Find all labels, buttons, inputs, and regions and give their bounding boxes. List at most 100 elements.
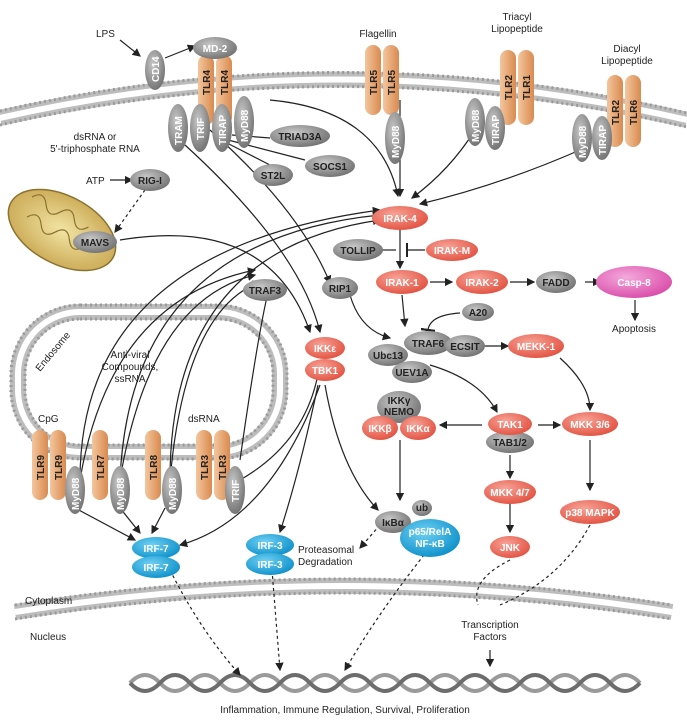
st2l-label: ST2L	[261, 171, 285, 182]
traf3-label: TRAF3	[249, 286, 282, 297]
outcome-label: Inflammation, Immune Regulation, Surviva…	[220, 705, 470, 716]
tirap-label: TIRAP	[218, 115, 229, 145]
mavs-label: MAVS	[81, 238, 109, 249]
antiviral-label-2: Compounds,	[102, 362, 159, 373]
kinase-nodes: IRAK-4 IRAK-M IRAK-1 IRAK-2 MEKK-1 IKKε …	[305, 206, 672, 558]
tbk1-label: TBK1	[312, 366, 339, 377]
ikkb-label: IKKβ	[368, 424, 391, 435]
ub-label: ub	[416, 503, 428, 514]
irakm-label: IRAK-M	[434, 246, 470, 257]
rip1-label: RIP1	[329, 284, 352, 295]
tlr3-label-2: TLR3	[218, 455, 229, 480]
atp-label: ATP	[86, 176, 105, 187]
cpg-label: CpG	[38, 414, 59, 425]
myd88-tlr6-label: MyD88	[578, 125, 589, 158]
uev1a-label: UEV1A	[395, 368, 428, 379]
irak4-label: IRAK-4	[383, 214, 417, 225]
proteasomal-label-2: Degradation	[298, 557, 352, 568]
apoptosis-label: Apoptosis	[612, 324, 656, 335]
antiviral-label-1: Anti-viral	[111, 350, 150, 361]
proteasomal-label-1: Proteasomal	[298, 545, 354, 556]
triad3a-label: TRIAD3A	[278, 132, 321, 143]
ecsit-label: ECSIT	[450, 342, 479, 353]
diacyl-label-2: Lipopeptide	[601, 56, 653, 67]
receptors: TLR4 TLR4 TLR5 TLR5 TLR2 TLR1 TLR2 TLR6 …	[32, 45, 641, 500]
tlr8-dimer: TLR8	[145, 430, 161, 500]
transcription-factor-nodes: IRF-7 IRF-7 IRF-3 IRF-3 p65/RelA NF-κB	[132, 519, 460, 578]
irf3b-label: IRF-3	[258, 560, 283, 571]
p65-label: p65/RelA	[409, 527, 452, 538]
tlr9-label-2: TLR9	[54, 455, 65, 480]
lps-label: LPS	[96, 29, 115, 40]
triacyl-label-1: Triacyl	[502, 12, 531, 23]
trif-label: TRIF	[196, 118, 207, 140]
myd88-tlr2-label: MyD88	[471, 109, 482, 142]
cd14-label: CD14	[151, 56, 162, 82]
myd88-tlr9-label: MyD88	[71, 477, 82, 510]
ikkg-label: IKKγ	[388, 396, 411, 407]
dsrna-label-2: 5'-triphosphate RNA	[50, 144, 140, 155]
nfkb-label: NF-κB	[415, 539, 444, 550]
trif-tlr3-label: TRIF	[231, 480, 242, 502]
irf7-label: IRF-7	[144, 544, 169, 555]
dsrna-label-1: dsRNA or	[74, 132, 117, 143]
myd88-tlr5-label: MyD88	[391, 125, 402, 158]
pathway-arrows	[74, 39, 640, 676]
tak1-label: TAK1	[497, 420, 523, 431]
triacyl-label-2: Lipopeptide	[491, 24, 543, 35]
tlr2-label: TLR2	[504, 75, 515, 100]
myd88-tlr7-label: MyD88	[116, 477, 127, 510]
tlr6-label: TLR6	[629, 100, 640, 125]
socs1-label: SOCS1	[313, 162, 347, 173]
p38-label: p38 MAPK	[565, 508, 615, 519]
plasma-membrane	[0, 71, 687, 129]
tlr9-dimer: TLR9 TLR9	[32, 430, 66, 500]
traf6-label: TRAF6	[412, 339, 445, 350]
mitochondrion	[7, 188, 117, 272]
fadd-label: FADD	[542, 278, 569, 289]
dsrna-endo-label: dsRNA	[188, 414, 220, 425]
myd88-tlr8-label: MyD88	[168, 477, 179, 510]
tab12-label: TAB1/2	[493, 438, 527, 449]
nemo-label: NEMO	[384, 407, 414, 418]
tlr5-label: TLR5	[369, 70, 380, 95]
ikba-sub-label: IκBα	[382, 518, 405, 529]
tlr2-tlr1-dimer: TLR2 TLR1	[500, 50, 534, 125]
tf-label-2: Factors	[473, 632, 506, 643]
tirap-tlr6-label: TIRAP	[598, 125, 609, 155]
jnk-label: JNK	[500, 543, 521, 554]
a20-label: A20	[469, 308, 488, 319]
tf-label-1: Transcription	[461, 620, 518, 631]
tlr4-label-2: TLR4	[220, 70, 231, 95]
gray-nodes: CD14 MD-2 TRAM TRIF TIRAP MyD88 MyD88 My…	[65, 37, 612, 533]
tlr3-label: TLR3	[200, 455, 211, 480]
ikka-label: IKKα	[406, 424, 430, 435]
irf7b-label: IRF-7	[144, 563, 169, 574]
rigi-label: RIG-I	[138, 176, 162, 187]
ubc13-label: Ubc13	[373, 351, 403, 362]
mkk36-label: MKK 3/6	[570, 420, 610, 431]
irak1-label: IRAK-1	[385, 278, 419, 289]
flagellin-label: Flagellin	[359, 29, 396, 40]
tlr4-label: TLR4	[202, 70, 213, 95]
mekk1-label: MEKK-1	[517, 342, 556, 353]
tirap-tlr2-label: TIRAP	[491, 115, 502, 145]
tlr1-label: TLR1	[522, 75, 533, 100]
irf3-label: IRF-3	[258, 541, 283, 552]
tlr5-label-2: TLR5	[387, 70, 398, 95]
nucleus-label: Nucleus	[30, 632, 66, 643]
antiviral-label-3: ssRNA	[114, 374, 145, 385]
mkk47-label: MKK 4/7	[490, 488, 530, 499]
cytoplasm-label: Cytoplasm	[25, 596, 72, 607]
tlr3-dimer: TLR3 TLR3	[196, 430, 230, 500]
tollip-label: TOLLIP	[340, 246, 376, 257]
md2-label: MD-2	[203, 44, 228, 55]
tram-label: TRAM	[174, 116, 185, 145]
diacyl-label-1: Diacyl	[613, 44, 640, 55]
nuclear-membrane	[13, 577, 674, 621]
dna-helix	[128, 673, 642, 693]
tlr7-dimer: TLR7	[92, 430, 108, 500]
tlr5-dimer: TLR5 TLR5	[365, 45, 399, 115]
